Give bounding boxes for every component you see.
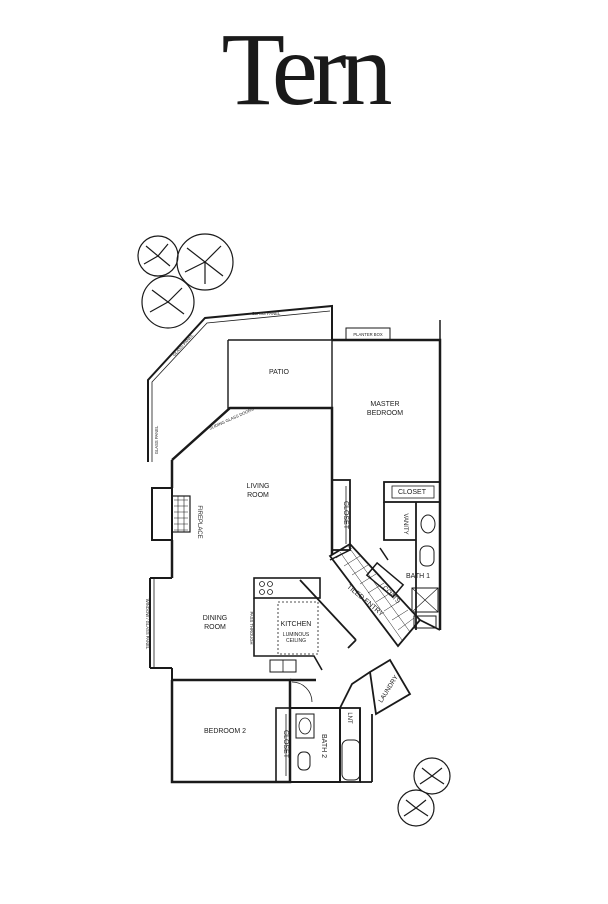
dining-room-label-1: DINING xyxy=(203,615,228,622)
living-room-label-1: LIVING xyxy=(247,483,270,490)
bath-1-label: BATH 1 xyxy=(406,573,430,580)
living-room-label-2: ROOM xyxy=(247,492,269,499)
fireplace xyxy=(151,487,173,541)
patio-label: PATIO xyxy=(269,369,290,376)
ceiling-label: CEILING xyxy=(286,638,306,644)
fireplace-label: FIREPLACE xyxy=(196,505,202,538)
glass-panel-left-label: GLASS PANEL xyxy=(154,425,159,454)
dining-room-label-2: ROOM xyxy=(204,624,226,631)
laundry-label: LAUNDRY xyxy=(378,674,401,705)
master-bedroom-label-1: MASTER xyxy=(370,401,399,408)
tile-hatch xyxy=(335,545,415,641)
living-room-wall xyxy=(171,406,334,555)
plan-title: Tern xyxy=(221,12,392,127)
laundry-room xyxy=(369,658,412,716)
vanity-label: VANITY xyxy=(402,513,408,534)
kitchen-counter-top xyxy=(253,577,321,599)
glass-panel-diag-label: GLASS PANEL xyxy=(171,332,194,357)
closet-master-label: CLOSET xyxy=(398,489,427,496)
bedroom-2-label: BEDROOM 2 xyxy=(204,728,246,735)
planter-box-label: PLANTER BOX xyxy=(353,332,383,337)
luminous-label: LUMINOUS xyxy=(283,632,310,638)
master-bedroom-label-2: BEDROOM xyxy=(367,410,403,417)
planter-box xyxy=(345,327,391,341)
tiled-entry xyxy=(328,542,422,648)
closet-bedroom2-label: CLOSET xyxy=(282,730,289,759)
pass-through-label: PASS THROUGH xyxy=(249,611,254,644)
glass-panel-top-label: GLASS PANEL xyxy=(252,311,281,316)
bath-2-label: BATH 2 xyxy=(320,734,327,758)
sliding-glass-doors-label: SLIDING GLASS DOORS xyxy=(208,406,254,430)
kitchen-label: KITCHEN xyxy=(281,621,312,628)
linen-label: LNT xyxy=(346,712,352,724)
closet-hall-label: CLOSET xyxy=(342,501,349,530)
landscaping-trees xyxy=(137,233,451,827)
window-left-label: WINDOW / GLASS PANEL xyxy=(145,599,150,650)
patio-glass-panel-wall xyxy=(147,304,333,462)
